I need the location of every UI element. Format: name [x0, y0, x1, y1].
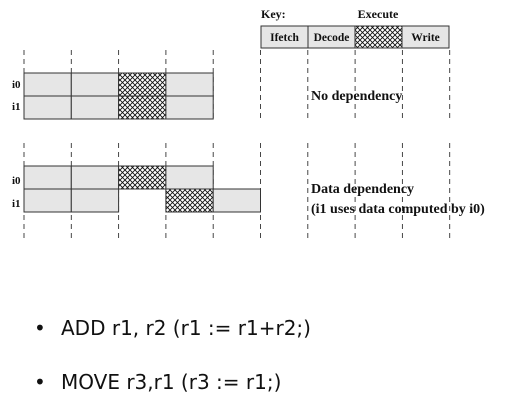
- key-decode: Decode: [307, 25, 356, 49]
- stage-cell-write: [165, 95, 214, 120]
- data-dependency-sublabel: (i1 uses data computed by i0): [311, 202, 485, 217]
- key-ifetch-label: Ifetch: [270, 32, 299, 44]
- stage-cell-decode: [70, 165, 120, 190]
- key-label: Key:: [261, 7, 286, 21]
- stage-cell-execute: [118, 165, 167, 190]
- stage-cell-write: [212, 188, 261, 213]
- key-execute-label: Execute: [358, 7, 399, 21]
- pipeline-rows: [23, 72, 261, 213]
- instruction-item: • ADD r1, r2 (r1 := r1+r2;): [34, 316, 311, 340]
- row-label-noDep-i0: i0: [12, 79, 21, 91]
- stage-cell-decode: [70, 95, 120, 120]
- row-label-dep-i0: i0: [12, 175, 21, 187]
- bullet-dot: •: [34, 316, 46, 340]
- key-write-label: Write: [411, 32, 440, 44]
- stage-cell-ifetch: [23, 165, 72, 190]
- row-label-noDep-i1: i1: [12, 101, 21, 113]
- pipeline-diagram: Key: Execute Ifetch Decode Write i0 i1 i…: [12, 7, 485, 238]
- stage-cell-execute: [118, 95, 167, 120]
- stage-cell-execute: [165, 188, 214, 213]
- stage-cell-decode: [70, 72, 120, 97]
- stage-cell-execute: [118, 72, 167, 97]
- stage-cell-decode: [70, 188, 120, 213]
- key-write: Write: [401, 25, 450, 49]
- instruction-text: MOVE r3,r1 (r3 := r1;): [61, 370, 282, 394]
- key-ifetch: Ifetch: [260, 25, 309, 49]
- no-dependency-label: No dependency: [311, 89, 402, 104]
- stage-cell-ifetch: [23, 95, 72, 120]
- stage-cell-write: [165, 72, 214, 97]
- instruction-text: ADD r1, r2 (r1 := r1+r2;): [61, 316, 311, 340]
- row-label-dep-i1: i1: [12, 198, 21, 210]
- stage-cell-write: [165, 165, 214, 190]
- key-decode-label: Decode: [314, 32, 350, 44]
- data-dependency-label: Data dependency: [311, 182, 414, 197]
- bullet-dot: •: [34, 370, 46, 394]
- stage-cell-ifetch: [23, 188, 72, 213]
- stage-cell-ifetch: [23, 72, 72, 97]
- instruction-item: • MOVE r3,r1 (r3 := r1;): [34, 370, 281, 394]
- key-execute: [354, 25, 403, 49]
